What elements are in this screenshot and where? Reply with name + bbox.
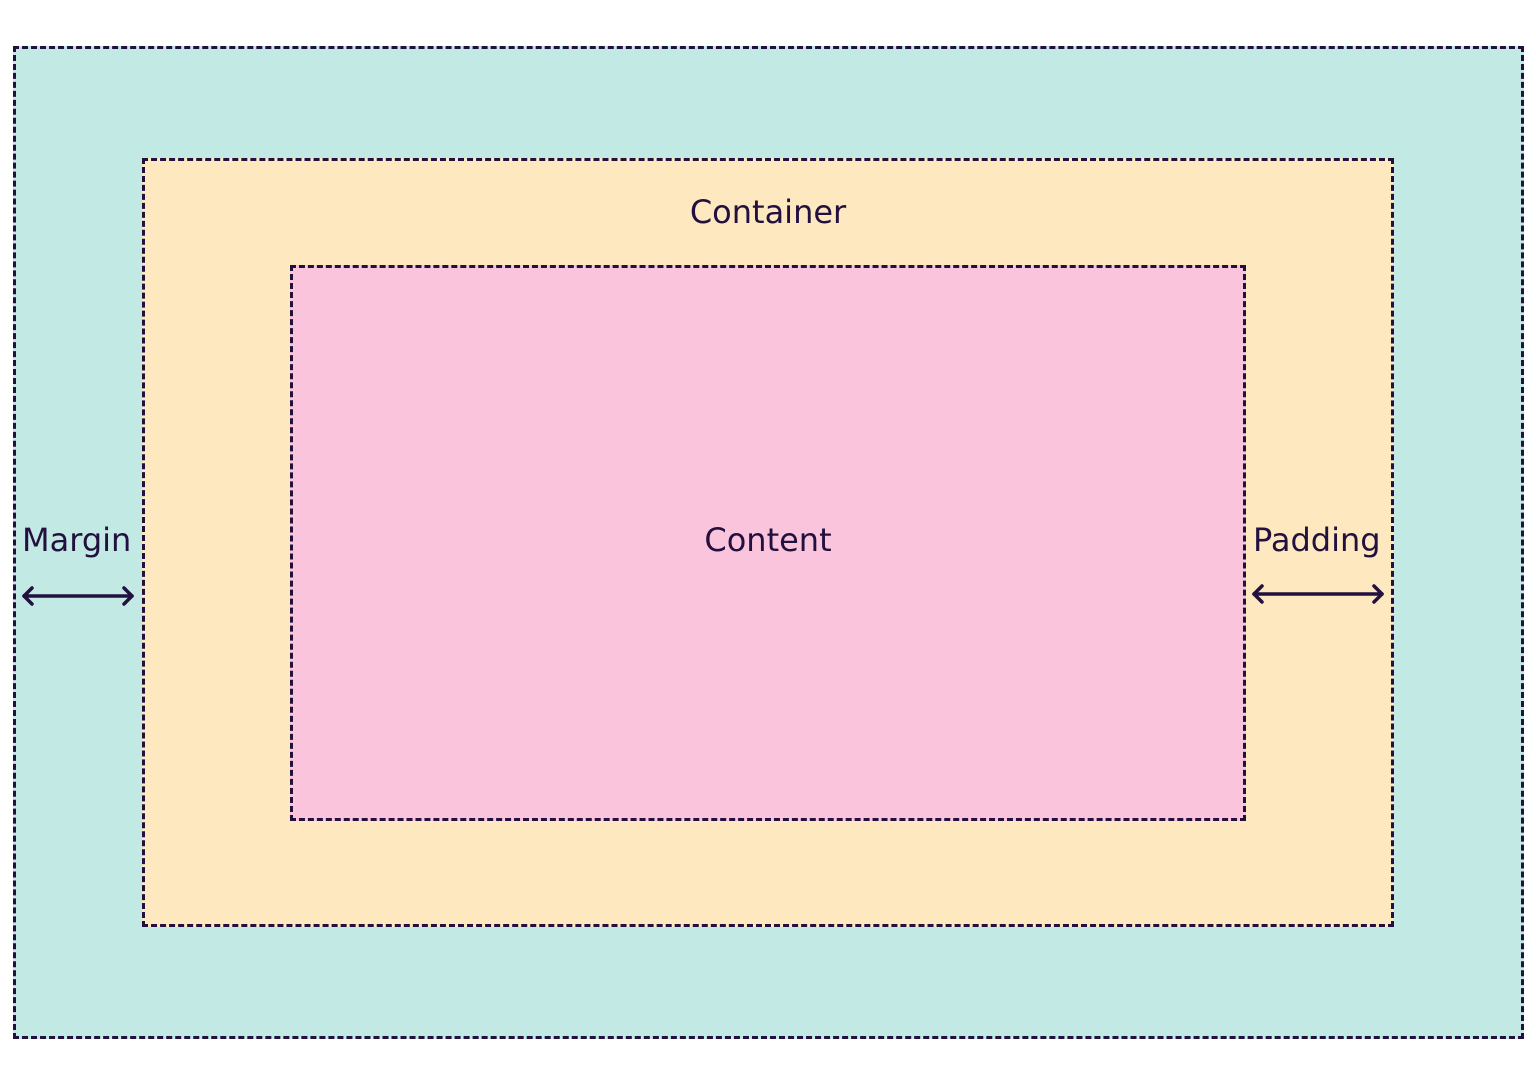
- padding-label: Padding: [1253, 521, 1381, 559]
- margin-double-arrow-icon: [22, 586, 134, 606]
- content-box: [290, 265, 1246, 821]
- margin-label: Margin: [22, 521, 132, 559]
- content-label: Content: [704, 521, 832, 559]
- container-label: Container: [689, 193, 847, 231]
- padding-double-arrow-icon: [1252, 584, 1384, 604]
